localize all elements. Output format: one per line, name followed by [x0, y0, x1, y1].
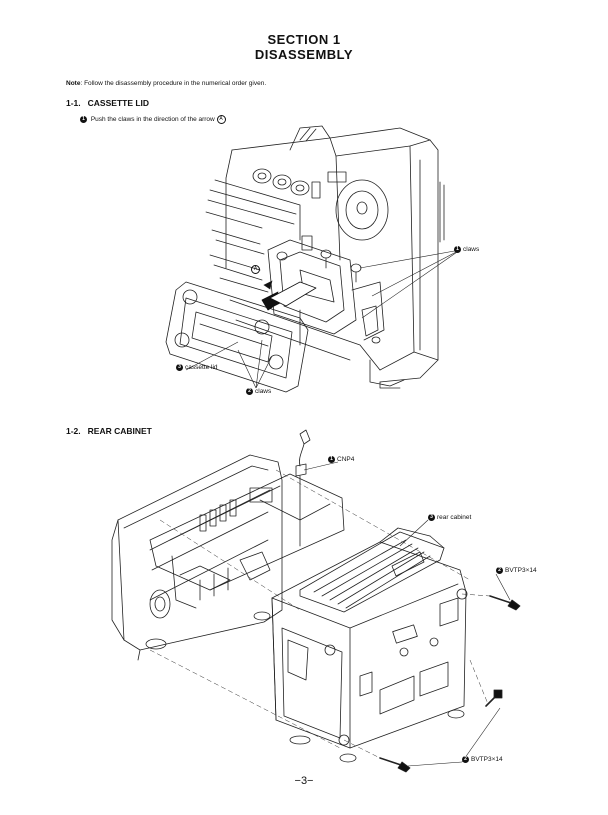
- page-number: −3−: [294, 775, 314, 787]
- section-title-cassette-lid: CASSETTE LID: [87, 98, 150, 108]
- arrow-marker-label: A: [251, 265, 260, 274]
- callout-bullet: 2: [462, 756, 469, 763]
- callout-bullet: 1: [328, 456, 335, 463]
- callout-text: rear cabinet: [437, 514, 472, 522]
- section-heading-rear-cabinet: 1-2. REAR CABINET: [66, 426, 152, 436]
- callout-text: cassette lid: [185, 364, 218, 372]
- note-line: Note: Follow the disassembly procedure i…: [66, 80, 266, 87]
- section-heading-cassette-lid: 1-1. CASSETTE LID: [66, 98, 149, 108]
- section-number: SECTION 1: [267, 32, 341, 47]
- section-number-1-2: 1-2.: [66, 426, 81, 436]
- arrow-ref-marker: A: [216, 115, 226, 124]
- callout-bullet: 2: [246, 388, 253, 395]
- callout-text: BVTP3×14: [505, 567, 537, 575]
- callout-text: BVTP3×14: [471, 756, 503, 764]
- callout-text: claws: [463, 246, 480, 254]
- section-number-1-1: 1-1.: [66, 98, 81, 108]
- note-text: : Follow the disassembly procedure in th…: [80, 80, 267, 87]
- callout-bullet: 1: [454, 246, 461, 253]
- arrow-marker-a: A: [251, 265, 260, 274]
- step-bullet: 1: [80, 116, 87, 123]
- step-text: Push the claws in the direction of the a…: [90, 116, 215, 124]
- section-title-rear-cabinet: REAR CABINET: [87, 426, 152, 436]
- callout-text: claws: [255, 388, 272, 396]
- callout-text: CNP4: [337, 456, 355, 464]
- callout-bullet: 3: [428, 514, 435, 521]
- note-label: Note: [66, 80, 81, 87]
- callout-bullet: 2: [496, 567, 503, 574]
- page-title: DISASSEMBLY: [254, 47, 354, 62]
- step-instruction: 1 Push the claws in the direction of the…: [80, 115, 226, 124]
- callout-bullet: 3: [176, 364, 183, 371]
